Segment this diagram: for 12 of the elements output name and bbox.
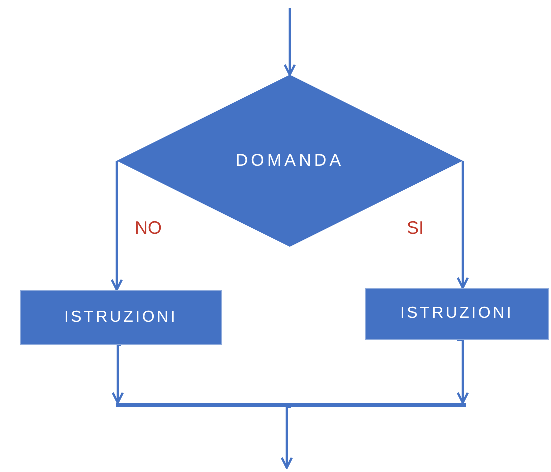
- process-box: [365, 288, 549, 340]
- arrow: [280, 406, 294, 470]
- box-label: ISTRUZIONI: [400, 304, 514, 324]
- process-box: [20, 290, 222, 345]
- box-label: ISTRUZIONI: [64, 308, 178, 328]
- arrow: [284, 6, 296, 76]
- decision-diamond: [117, 75, 463, 247]
- arrow: [456, 160, 470, 290]
- arrow: [456, 338, 470, 404]
- arrow: [110, 160, 124, 292]
- diamond-label: DOMANDA: [236, 150, 344, 172]
- arrow: [112, 344, 124, 404]
